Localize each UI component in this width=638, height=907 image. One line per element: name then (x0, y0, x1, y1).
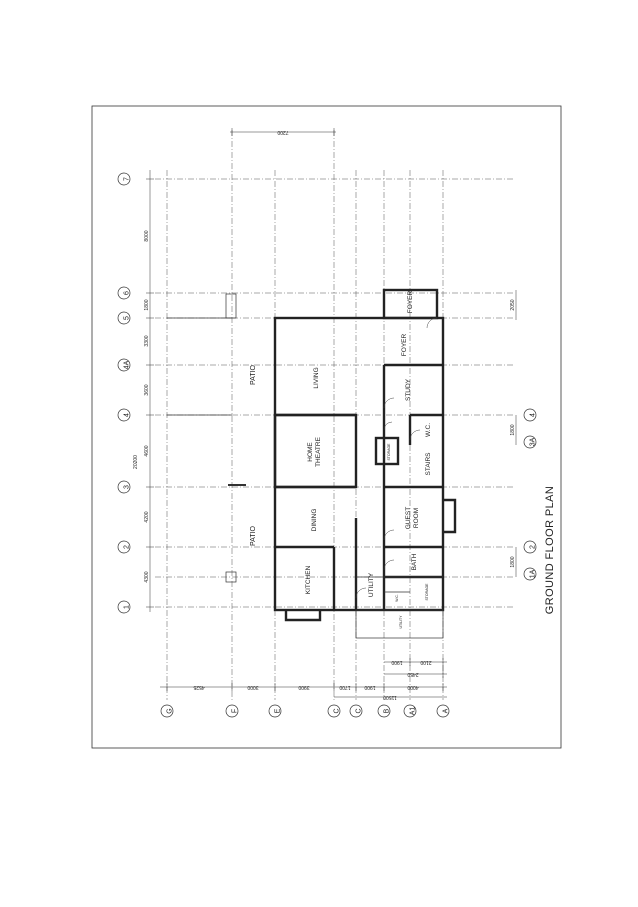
column-bubbles (160, 704, 450, 718)
grid-row-label-6: 6 (124, 291, 131, 295)
room-guest-room: GUEST ROOM (405, 507, 420, 529)
grid-row-label-2: 2 (124, 545, 131, 549)
grid-row-lines (155, 178, 515, 608)
small-room-labels: STORAGE STORAGE UTILITY W.C. (387, 443, 429, 629)
row-dimension-chain (146, 170, 154, 612)
grid-col-label-b: B (384, 708, 391, 713)
grid-col-label-c-2: C (356, 708, 363, 713)
grid-col-label-e: E (275, 708, 282, 713)
row-bubbles (117, 172, 131, 614)
dim-side-1800-b: 1800 (510, 556, 516, 567)
row-dimension-labels: 8000 1800 3300 3600 4600 4200 4300 20200 (133, 230, 150, 582)
dim-4-3: 4600 (144, 445, 150, 456)
dim-2-1: 4300 (144, 571, 150, 582)
room-foyer-2: FOYER (407, 291, 414, 314)
room-living: LIVING (313, 367, 320, 388)
dim-side-1800-a: 1800 (510, 424, 516, 435)
dim-side-2050: 2050 (510, 299, 516, 310)
room-guest-line2: ROOM (413, 508, 420, 528)
grid-row-label-7: 7 (124, 177, 131, 181)
sub-grid-2: 2 (530, 545, 537, 549)
grid-row-label-4: 4 (124, 413, 131, 417)
interior-details (167, 293, 444, 639)
grid-col-label-c: C (334, 708, 341, 713)
dim-6-5: 1800 (144, 299, 150, 310)
room-patio-lower: PATIO (250, 525, 257, 546)
sub-grid-1a: 1A (530, 569, 537, 578)
room-labels: KITCHEN DINING HOME THEATRE LIVING PATIO… (250, 291, 432, 598)
row-bubble-labels: 7 6 5 4A 4 3 2 1 (124, 177, 131, 609)
room-bath: BATH (411, 553, 418, 570)
grid-row-label-3: 3 (124, 485, 131, 489)
grid-col-label-f: F (232, 709, 239, 713)
sub-grid-4: 4 (530, 413, 537, 417)
column-dimension-chain (160, 658, 447, 698)
room-foyer-1: FOYER (401, 334, 408, 357)
drawing-title: GROUND FLOOR PLAN (544, 486, 556, 614)
side-dimension-labels: 2050 1800 1800 (510, 299, 516, 567)
room-dining: DINING (311, 509, 318, 532)
dim-b-a: 4000 (407, 684, 418, 690)
column-bubble-labels: G F E C C B A1 A (167, 707, 450, 716)
dim-5-4a: 3300 (144, 335, 150, 346)
grid-row-label-4a: 4A (124, 360, 131, 369)
sub-grid-bubbles (523, 408, 537, 581)
dim-e-c: 3900 (298, 684, 309, 690)
room-wc: W.C. (425, 423, 432, 437)
room-utility-2: UTILITY (399, 615, 403, 629)
dim-3-2: 4200 (144, 511, 150, 522)
room-wc-2: W.C. (395, 594, 399, 602)
room-storage-1: STORAGE (387, 443, 391, 461)
sheet-border (91, 105, 562, 749)
room-storage-2: STORAGE (425, 583, 429, 601)
dim-c-b: 1900 (364, 684, 375, 690)
dim-4a-4: 3600 (144, 384, 150, 395)
dim-small-3: 2450 (407, 671, 418, 677)
dim-total-cols: 11500 (383, 694, 397, 700)
dim-small-2: 2100 (420, 659, 431, 665)
room-guest-line1: GUEST (405, 507, 412, 529)
dim-g-f: 4525 (193, 684, 204, 690)
dim-total-rows: 20200 (133, 455, 139, 469)
room-home-theatre-line2: THEATRE (315, 436, 322, 467)
room-kitchen: KITCHEN (305, 565, 312, 594)
dim-7-6: 8000 (144, 230, 150, 241)
grid-row-label-1: 1 (124, 605, 131, 609)
door-swings (355, 317, 438, 599)
sub-grid-3a: 3A (530, 437, 537, 446)
top-dimension (230, 128, 336, 136)
dim-c-c: 1700 (339, 684, 350, 690)
grid-col-label-a: A (443, 708, 450, 713)
sub-grid-labels: 4 3A 2 1A (530, 413, 537, 578)
room-study: STUDY (405, 378, 412, 401)
column-dimension-labels: 4525 3000 3900 1700 1900 4000 11500 1900… (193, 659, 431, 700)
dim-f-e: 3000 (247, 684, 258, 690)
grid-col-label-g: G (167, 708, 174, 713)
room-home-theatre-line1: HOME (307, 442, 314, 462)
room-home-theatre: HOME THEATRE (307, 436, 322, 467)
dim-small-1: 1900 (391, 659, 402, 665)
grid-row-label-5: 5 (124, 316, 131, 320)
room-patio-upper: PATIO (250, 364, 257, 385)
grid-col-label-a1: A1 (410, 707, 417, 716)
dim-top-7200: 7200 (277, 129, 288, 135)
room-stairs: STAIRS (425, 452, 432, 476)
room-utility: UTILITY (368, 572, 375, 597)
